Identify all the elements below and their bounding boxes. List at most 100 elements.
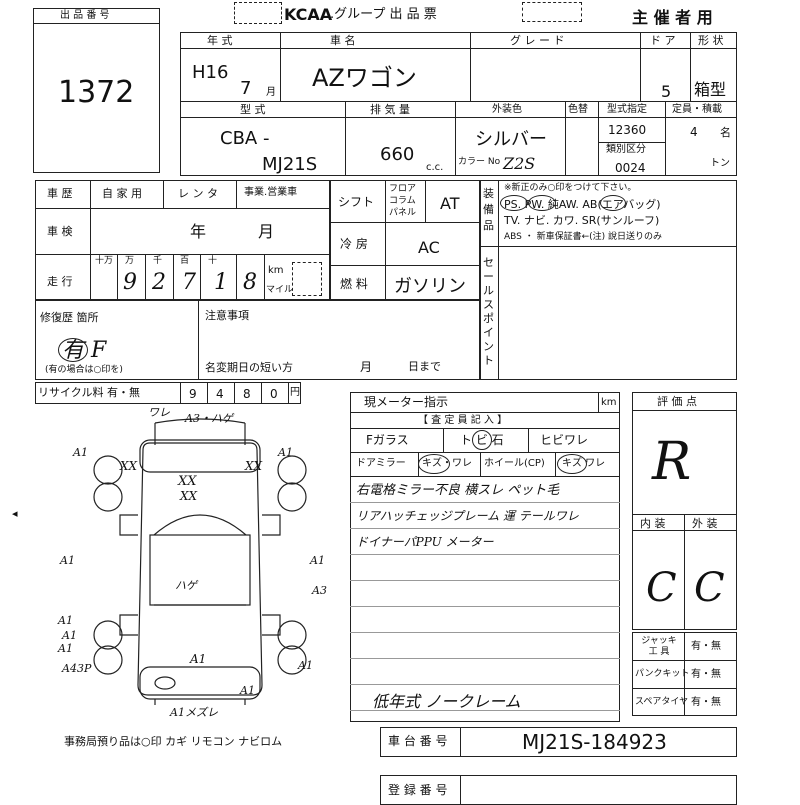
equipment-line-2[interactable]: TV. ナビ. カワ. SR(サンルーフ) <box>504 214 660 227</box>
inspector-note-4: 低年式 ノークレーム <box>372 692 521 711</box>
registration-number-label: 登 録 番 号 <box>388 783 448 797</box>
damage-mark-9: ハゲ <box>175 579 197 592</box>
damage-mark-6: A1 <box>278 446 293 459</box>
jack-tool-value[interactable]: 有・無 <box>691 641 721 652</box>
inspector-fill-label: 【 査 定 員 記 入 】 <box>418 415 508 426</box>
damage-mark-3: A1 <box>73 446 88 459</box>
mileage-digit-6: 8 <box>243 270 257 295</box>
mileage-digit-5: 1 <box>214 270 228 295</box>
grade-label: グ レ ー ド <box>510 34 565 47</box>
office-note: 事務局預り品は○印 カギ リモコン ナビロム <box>64 735 283 748</box>
equipment-line-3[interactable]: ABS ・ 新車保証書←(注) 說日送りのみ <box>504 232 663 242</box>
damage-mark-5: XX <box>245 459 263 473</box>
recycle-digit-1: 9 <box>189 387 197 401</box>
puncture-kit-value[interactable]: 有・無 <box>691 669 721 680</box>
inspection-year-unit: 年 <box>190 222 207 241</box>
body-type-label: 形 状 <box>698 34 724 47</box>
car-damage-diagram: ワレ A3・ハゲ A1 XX XX A1 XX XX ハゲ A1 A1 A3 A… <box>40 405 340 725</box>
ab-circle <box>600 195 626 211</box>
aircon-label: 冷 房 <box>340 237 368 251</box>
exterior-label: 外 装 <box>692 517 718 530</box>
color-change-label: 色替 <box>568 104 588 115</box>
car-name: AZワゴン <box>312 64 417 92</box>
type-spec-number: 12360 <box>608 123 647 137</box>
damage-mark-13: A1 <box>58 614 73 627</box>
jack-tool-label: ジャッキ 工 具 <box>641 636 677 657</box>
model-prefix: CBA - <box>220 128 270 149</box>
damage-mark-14: A1 <box>62 629 77 642</box>
kcaa-logo: KCAA <box>284 5 333 24</box>
lot-number-box <box>33 8 160 173</box>
interior-grade: C <box>646 565 677 611</box>
class-number: 0024 <box>615 161 646 175</box>
header-logo-box <box>234 2 282 24</box>
km-unit: km <box>268 265 284 276</box>
recycle-digit-4: 0 <box>270 387 278 401</box>
exterior-color-label: 外装色 <box>492 104 522 115</box>
inspection-label: 車 検 <box>47 225 73 238</box>
history-block <box>35 180 330 300</box>
model-month: 7 <box>240 78 252 99</box>
history-commercial[interactable]: 事業.営業車 <box>244 187 298 198</box>
damage-mark-15: A1 <box>298 659 313 672</box>
damage-mark-11: A1 <box>310 554 325 567</box>
door-count: 5 <box>661 82 672 101</box>
inspector-note-2: リアハッチェッジプレーム 運 テールワレ <box>356 509 579 523</box>
damage-mark-4: XX <box>120 459 138 473</box>
type-spec-label: 型式指定 <box>607 104 647 115</box>
wheel-label: ホイール(CP) <box>484 458 545 469</box>
puncture-kit-label: パンクキット <box>635 669 690 679</box>
load-unit: トン <box>710 158 730 169</box>
interior-label: 内 装 <box>640 517 666 530</box>
repair-block <box>35 300 480 380</box>
damage-mark-7: XX <box>178 474 197 489</box>
wheel-scratch-circle <box>557 454 587 474</box>
rating-label: 評 価 点 <box>657 395 697 408</box>
pw-circle <box>528 195 556 211</box>
equipment-line-1[interactable]: PS. PW. 純AW. AB(エアバッグ) <box>504 198 661 211</box>
digit-label-100: 百 <box>180 256 190 266</box>
capacity: 4 <box>690 125 698 139</box>
front-glass-label: Fガラス <box>366 433 409 447</box>
recycle-digit-2: 4 <box>216 387 224 401</box>
body-type: 箱型 <box>694 80 727 99</box>
digit-label-10k: 万 <box>125 256 135 266</box>
chassis-number-block <box>380 727 737 757</box>
color-no-label: カラー No <box>458 157 501 167</box>
damage-mark-17: A43P <box>62 662 92 675</box>
history-private[interactable]: 自 家 用 <box>102 187 142 200</box>
repair-label: 修復歴 箇所 <box>40 311 99 324</box>
spare-tire-value[interactable]: 有・無 <box>691 697 721 708</box>
rename-month-unit: 月 <box>360 360 373 374</box>
fuel-label: 燃 料 <box>340 277 368 291</box>
overall-score: R <box>652 432 692 492</box>
form-title: .グループ 出 品 票 <box>330 7 437 22</box>
damage-mark-16: A1 <box>58 642 73 655</box>
digit-label-10: 十 <box>208 256 218 266</box>
displacement: 660 <box>380 144 415 165</box>
header-right-box <box>522 2 582 22</box>
equipment-checklist <box>480 180 737 380</box>
inspector-block <box>350 392 620 722</box>
door-mirror-label: ドアミラー <box>356 458 406 469</box>
organizer-label: 主 催 者 用 <box>632 8 713 27</box>
sales-point-label: セールスポイント <box>483 256 494 367</box>
crack-label: ヒビワレ <box>540 433 589 447</box>
chip-circle <box>472 430 492 450</box>
exterior-grade: C <box>694 565 725 611</box>
inspector-note-1: 右電格ミラー不良 横スレ ペット毛 <box>356 483 560 498</box>
model-code: MJ21S <box>262 154 318 175</box>
damage-mark-8: XX <box>180 489 198 503</box>
mileage-digit-3: 2 <box>152 270 166 295</box>
mileage-digit-2: 9 <box>123 270 137 295</box>
ps-circle <box>500 195 528 211</box>
month-unit: 月 <box>266 87 276 98</box>
model-year: H16 <box>192 62 229 83</box>
capacity-unit: 名 <box>720 126 731 139</box>
mileage-label: 走 行 <box>47 275 73 288</box>
yen-unit: 円 <box>290 387 300 398</box>
shift-label: シフト <box>338 195 375 209</box>
history-rental[interactable]: レ ン タ <box>178 187 218 200</box>
displacement-label: 排 気 量 <box>370 103 410 116</box>
cc-unit: c.c. <box>426 162 444 173</box>
